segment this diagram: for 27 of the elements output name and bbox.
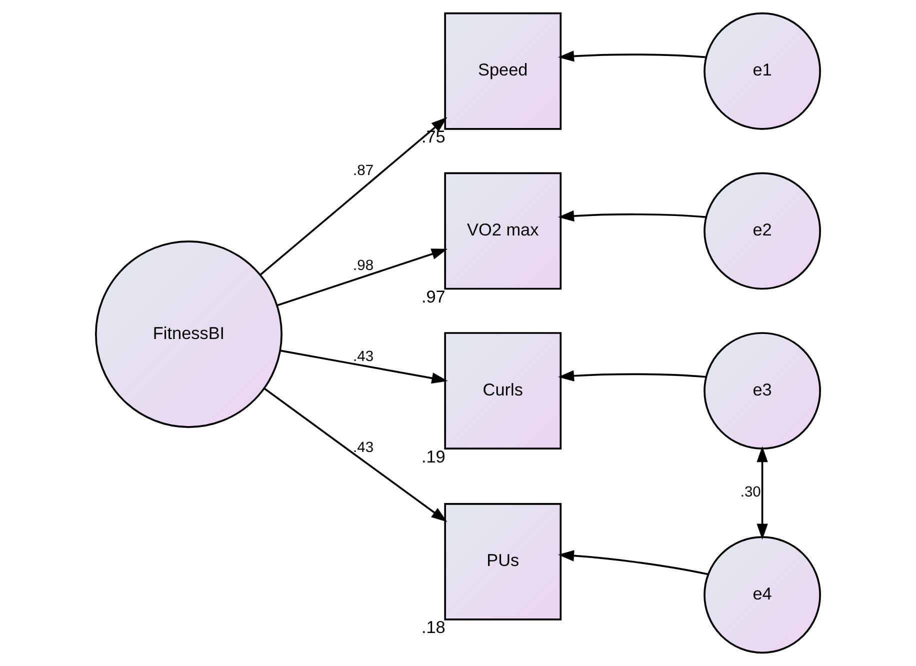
node-box: VO2 max — [444, 172, 562, 290]
arrow — [260, 117, 448, 276]
node-circle: e3 — [704, 332, 821, 450]
edge-label: .43 — [353, 440, 374, 456]
arrow — [264, 388, 448, 522]
node-box: Speed — [444, 12, 562, 130]
arrow — [558, 50, 706, 62]
node-circle: FitnessBI — [95, 240, 282, 428]
edge-label: .98 — [353, 258, 374, 274]
node-label: .75 — [421, 126, 446, 147]
node-label: .19 — [421, 446, 446, 466]
arrow — [276, 248, 448, 306]
node-box: Curls — [444, 332, 562, 450]
arrow — [558, 370, 706, 382]
node-label: .18 — [421, 617, 446, 638]
arrow — [558, 210, 706, 222]
node-circle: e1 — [704, 12, 821, 130]
arrow — [558, 550, 708, 576]
edge-label: .30 — [740, 484, 761, 501]
node-box: PUs — [444, 502, 562, 620]
node-circle: e2 — [704, 172, 821, 290]
arrow — [280, 350, 448, 384]
node-circle: e4 — [704, 536, 821, 654]
edge-label: .87 — [353, 163, 374, 180]
edge-label: .43 — [353, 348, 374, 365]
arrow — [756, 446, 768, 540]
node-label: .97 — [421, 286, 446, 307]
